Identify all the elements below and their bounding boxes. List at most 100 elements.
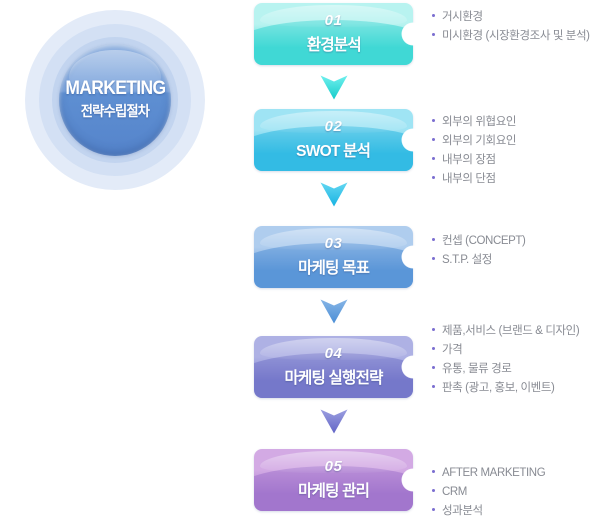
list-item-label: 내부의 장점	[442, 154, 496, 166]
list-item-label: CRM	[442, 486, 467, 498]
list-item: AFTER MARKETING	[432, 464, 546, 483]
bullet-dot-icon	[432, 14, 435, 17]
list-item: 유통, 물류 경로	[432, 360, 579, 379]
list-item-label: 내부의 단점	[442, 173, 496, 185]
step-box-surface	[254, 449, 413, 511]
step-label-group: 03 마케팅 목표	[254, 226, 413, 288]
list-item: 제품,서비스 (브랜드 & 디자인)	[432, 322, 580, 341]
list-item: 미시환경 (시장환경조사 및 분석)	[432, 27, 590, 46]
step-box-surface	[254, 226, 413, 288]
step-box-wave	[254, 353, 413, 398]
bullet-dot-icon	[432, 508, 435, 511]
step-title: 마케팅 실행전략	[284, 369, 383, 387]
list-item-label: S.T.P. 설정	[442, 254, 492, 266]
step-box-wave	[254, 20, 413, 65]
step-label-group: 01 환경분석	[254, 3, 413, 65]
list-item-label: 가격	[442, 344, 463, 356]
step-connector-dot[interactable]	[402, 23, 424, 45]
step-number: 03	[324, 235, 343, 253]
step-box-gloss	[260, 4, 407, 28]
step-box-01[interactable]: 01 환경분석	[254, 3, 424, 65]
step-box-03[interactable]: 03 마케팅 목표	[254, 226, 424, 288]
flow-arrow-down-icon	[320, 75, 348, 100]
step-box-gloss	[260, 450, 407, 474]
bullet-dot-icon	[432, 489, 435, 492]
logo-title: MARKETING	[64, 78, 166, 100]
bullet-dot-icon	[432, 366, 435, 369]
bullet-dot-icon	[432, 33, 435, 36]
list-item-label: AFTER MARKETING	[442, 467, 546, 479]
list-item-label: 컨셉 (CONCEPT)	[442, 235, 526, 247]
list-item: 판촉 (광고, 홍보, 이벤트)	[432, 379, 579, 398]
logo-text-group: MARKETING 전략수립절차	[59, 44, 171, 156]
step-box-gloss	[260, 227, 407, 251]
list-item-label: 제품,서비스 (브랜드 & 디자인)	[442, 325, 580, 337]
bullet-dot-icon	[432, 328, 435, 331]
list-item-label: 외부의 기회요인	[442, 135, 517, 147]
step-number: 05	[324, 458, 343, 476]
step-label-group: 05 마케팅 관리	[254, 449, 413, 511]
list-item: 외부의 기회요인	[432, 132, 516, 151]
bullet-dot-icon	[432, 157, 435, 160]
flow-arrow-down-icon	[320, 409, 348, 434]
flow-arrow-down-icon	[320, 299, 348, 324]
list-item-label: 외부의 위협요인	[442, 116, 517, 128]
step-connector-dot[interactable]	[402, 246, 424, 268]
step-label-group: 04 마케팅 실행전략	[254, 336, 413, 398]
bullet-dot-icon	[432, 347, 435, 350]
list-item: 외부의 위협요인	[432, 113, 516, 132]
bullet-dot-icon	[432, 138, 435, 141]
list-item-label: 성과분석	[442, 505, 483, 517]
marketing-logo-circle: MARKETING 전략수립절차	[25, 10, 205, 190]
bullet-dot-icon	[432, 470, 435, 473]
list-item-label: 유통, 물류 경로	[442, 363, 512, 375]
step-number: 02	[324, 118, 343, 136]
step-box-wave	[254, 243, 413, 288]
list-item: 거시환경	[432, 8, 590, 27]
step-number: 04	[324, 345, 343, 363]
step-detail-list-05: AFTER MARKETING CRM 성과분석	[432, 464, 546, 521]
list-item: 가격	[432, 341, 579, 360]
step-box-wave	[254, 466, 413, 511]
step-detail-list-03: 컨셉 (CONCEPT) S.T.P. 설정	[432, 232, 526, 270]
step-title: 환경분석	[306, 36, 361, 54]
bullet-dot-icon	[432, 385, 435, 388]
list-item: CRM	[432, 483, 545, 502]
list-item: 컨셉 (CONCEPT)	[432, 232, 526, 251]
step-title: 마케팅 관리	[297, 482, 370, 500]
list-item: 성과분석	[432, 502, 545, 521]
step-box-gloss	[260, 337, 407, 361]
step-connector-dot[interactable]	[402, 469, 424, 491]
step-box-05[interactable]: 05 마케팅 관리	[254, 449, 424, 511]
step-connector-dot[interactable]	[402, 129, 424, 151]
list-item: S.T.P. 설정	[432, 251, 525, 270]
step-box-gloss	[260, 110, 407, 134]
list-item: 내부의 장점	[432, 151, 516, 170]
flow-arrow-down-icon	[320, 182, 348, 207]
logo-subtitle: 전략수립절차	[80, 102, 150, 119]
list-item-label: 거시환경	[442, 11, 483, 23]
step-box-surface	[254, 336, 413, 398]
step-box-surface	[254, 109, 413, 171]
bullet-dot-icon	[432, 119, 435, 122]
bullet-dot-icon	[432, 257, 435, 260]
step-connector-dot[interactable]	[402, 356, 424, 378]
logo-core-circle	[59, 44, 171, 156]
list-item-label: 판촉 (광고, 홍보, 이벤트)	[442, 382, 555, 394]
step-box-wave	[254, 126, 413, 171]
step-box-04[interactable]: 04 마케팅 실행전략	[254, 336, 424, 398]
bullet-dot-icon	[432, 238, 435, 241]
step-number: 01	[324, 12, 343, 30]
list-item: 내부의 단점	[432, 170, 516, 189]
list-item-label: 미시환경 (시장환경조사 및 분석)	[442, 30, 590, 42]
step-title: 마케팅 목표	[297, 259, 370, 277]
step-box-surface	[254, 3, 413, 65]
step-title: SWOT 분석	[296, 142, 372, 160]
bullet-dot-icon	[432, 176, 435, 179]
